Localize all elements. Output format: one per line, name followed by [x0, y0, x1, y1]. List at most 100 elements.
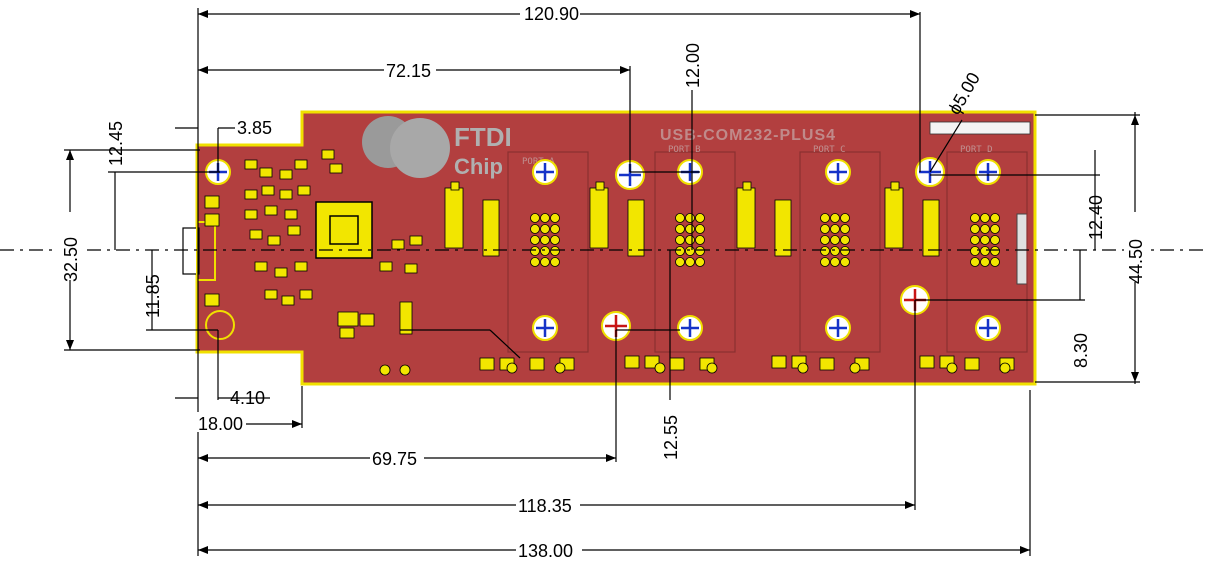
connector-pin: [840, 235, 850, 245]
port-ic-right: [482, 199, 500, 257]
smd-pad: [244, 189, 258, 200]
via-pad: [706, 362, 718, 374]
usb-connector: [182, 227, 200, 275]
dim-69-75: 69.75: [372, 449, 417, 469]
smd-pad: [399, 301, 413, 335]
dim-12-00: 12.00: [683, 43, 703, 88]
port-ic-right: [774, 199, 792, 257]
via-pad: [654, 362, 666, 374]
via-pad: [797, 362, 809, 374]
via-pad: [379, 364, 391, 376]
capacitor-outline: [205, 310, 235, 340]
smd-pad: [274, 267, 288, 278]
connector-pin: [540, 224, 550, 234]
connector-pin: [970, 257, 980, 267]
smd-pad: [249, 229, 263, 240]
dim-12-45: 12.45: [106, 121, 126, 166]
smd-pad: [259, 167, 273, 178]
brand-ftdi: FTDI: [454, 122, 512, 152]
dim-3-85: 3.85: [237, 118, 272, 138]
connector-pin: [980, 224, 990, 234]
smd-pad: [644, 355, 660, 369]
brand-chip: Chip: [454, 154, 503, 179]
dim-118-35: 118.35: [518, 496, 572, 516]
connector-pin: [990, 235, 1000, 245]
smd-pad: [287, 225, 301, 236]
connector-pin: [540, 235, 550, 245]
connector-pin: [685, 246, 695, 256]
smd-pad: [450, 181, 460, 191]
smd-pad: [264, 205, 278, 216]
connector-pin: [830, 213, 840, 223]
smd-pad: [299, 289, 313, 300]
smd-pad: [379, 261, 393, 272]
connector-pin: [695, 257, 705, 267]
connector-pin: [530, 235, 540, 245]
connector-pin: [820, 235, 830, 245]
pcb-board: FTDI Chip USB-COM232-PLUS4 PORT A PORT B…: [182, 110, 1037, 386]
connector-pin: [675, 213, 685, 223]
connector-pin: [970, 246, 980, 256]
smd-pad: [669, 357, 685, 371]
dim-32-50: 32.50: [61, 237, 81, 282]
top-right-connector: [929, 121, 1031, 135]
smd-pad: [279, 189, 293, 200]
ftdi-logo-circle-2: [390, 118, 450, 178]
screw-hole: [825, 159, 851, 185]
screw-hole: [677, 315, 703, 341]
connector-pin: [830, 246, 840, 256]
dim-120-90: 120.90: [524, 4, 579, 24]
screw-hole: [975, 159, 1001, 185]
connector-pin: [675, 257, 685, 267]
dim-44-50: 44.50: [1126, 239, 1146, 284]
connector-pin: [550, 235, 560, 245]
smd-pad: [321, 149, 335, 160]
smd-pad: [409, 235, 423, 246]
connector-pin: [990, 246, 1000, 256]
smd-pad: [529, 357, 545, 371]
smd-pad: [267, 235, 281, 246]
smd-pad: [771, 355, 787, 369]
port-ic-left: [589, 187, 609, 249]
smd-pad: [244, 209, 258, 220]
dim-4-10: 4.10: [230, 388, 265, 408]
connector-pin: [695, 246, 705, 256]
smd-pad: [294, 261, 308, 272]
connector-pin: [550, 246, 560, 256]
smd-pad: [261, 185, 275, 196]
connector-pin: [840, 224, 850, 234]
screw-hole: [532, 315, 558, 341]
screw-hole: [825, 315, 851, 341]
connector-pin: [840, 246, 850, 256]
connector-pin: [820, 257, 830, 267]
port-ic-left: [736, 187, 756, 249]
screw-hole: [532, 159, 558, 185]
connector-pin: [820, 224, 830, 234]
port-ic-right: [627, 199, 645, 257]
smd-pad: [244, 159, 258, 170]
dimension-labels: 120.90 72.15 12.00 ϕ5.00 12.45 3.85 32.5…: [58, 3, 1148, 561]
dimension-lines: [64, 8, 1140, 556]
smd-pad: [204, 195, 220, 209]
connector-pin: [695, 224, 705, 234]
port-b-outline: [654, 151, 736, 353]
connector-pin: [990, 213, 1000, 223]
connector-pin: [970, 224, 980, 234]
connector-pin: [830, 235, 840, 245]
dim-12-40: 12.40: [1086, 195, 1106, 240]
via-pad: [946, 362, 958, 374]
connector-pin: [695, 213, 705, 223]
dim-18-00: 18.00: [198, 414, 243, 434]
connector-pin: [550, 257, 560, 267]
connector-pin: [675, 235, 685, 245]
connector-pin: [685, 213, 695, 223]
via-pad: [554, 362, 566, 374]
smd-pad: [595, 181, 605, 191]
right-connector: [1016, 213, 1028, 285]
smd-pad: [297, 185, 311, 196]
port-a-outline: [507, 151, 589, 353]
smd-pad: [819, 357, 835, 371]
port-c-label: PORT C: [813, 145, 846, 155]
smd-pad: [204, 293, 220, 307]
